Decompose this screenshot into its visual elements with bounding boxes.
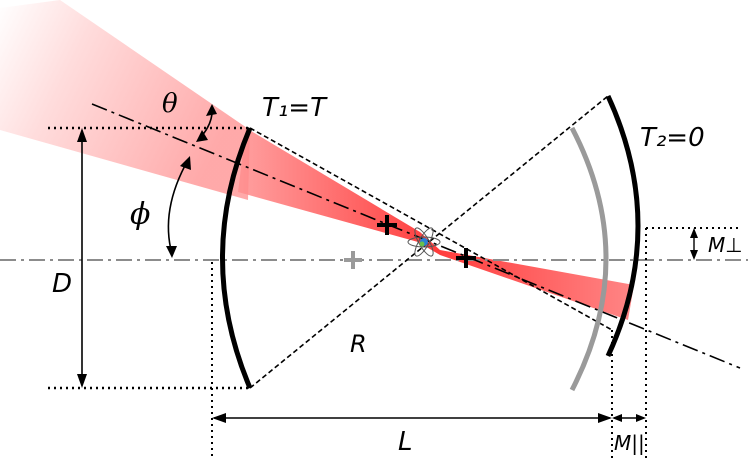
atom-icon — [407, 227, 441, 257]
phi-arrow-bottom — [166, 246, 177, 258]
mperp-arrow-top — [690, 228, 698, 238]
label-l: L — [398, 427, 413, 457]
label-t2: T₂=0 — [640, 123, 705, 153]
intracavity-beam — [238, 128, 634, 320]
mperp-arrow-bottom — [690, 250, 698, 260]
l-arrow-left — [212, 413, 226, 423]
gray-center-marker — [344, 251, 362, 269]
label-t1: T₁=T — [262, 93, 328, 123]
l-arrow-right — [598, 413, 612, 423]
d-arrow-top — [77, 128, 87, 142]
label-m-par: M|| — [614, 431, 645, 455]
d-arrow-bottom — [77, 374, 87, 388]
label-theta: θ — [162, 89, 178, 119]
mpar-arrow-right — [636, 414, 646, 422]
cone-line-lower-left — [249, 95, 609, 389]
right-mirror — [605, 94, 641, 358]
label-phi: ϕ — [130, 197, 150, 232]
displaced-mirror — [569, 126, 609, 392]
incoming-laser-cone — [0, 0, 250, 200]
theta-arrow-a — [206, 104, 217, 116]
phi-arc — [167, 159, 189, 255]
label-r: R — [350, 330, 367, 358]
theta-arrow-b — [196, 130, 208, 142]
label-d: D — [52, 269, 72, 299]
focus-marker-right — [456, 248, 476, 268]
cone-line-upper-left — [249, 127, 613, 331]
label-m-perp: M⊥ — [708, 233, 743, 257]
mpar-arrow-left — [612, 414, 622, 422]
focus-marker-left — [377, 215, 397, 235]
left-mirror — [220, 127, 253, 389]
phi-arrow-top — [180, 156, 191, 170]
